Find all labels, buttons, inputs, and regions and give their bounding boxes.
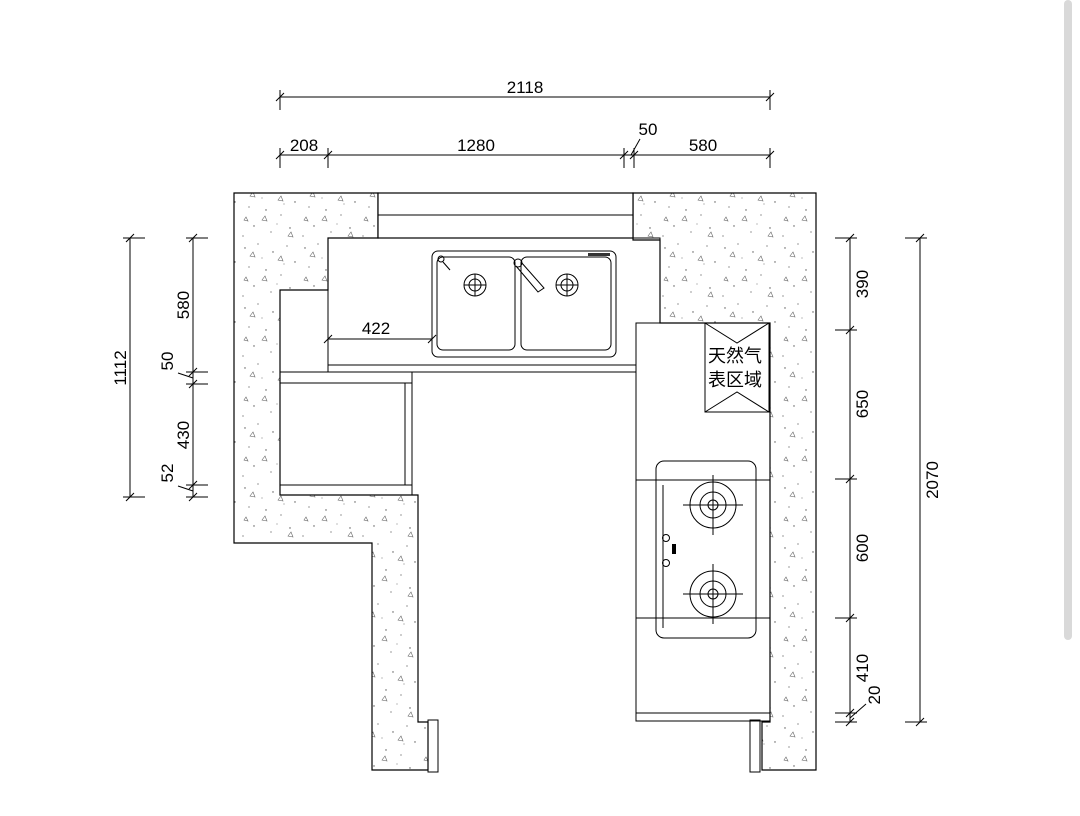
dim-top-seg-left: 208 xyxy=(290,136,318,155)
dim-top-seg-gap: 50 xyxy=(639,120,658,139)
vertical-scrollbar[interactable] xyxy=(1064,0,1072,640)
door-jambs xyxy=(427,719,761,773)
faucet-icon xyxy=(513,258,545,293)
dim-left-seg-2: 50 xyxy=(158,352,177,371)
door-jamb-right xyxy=(749,719,761,773)
dim-sink-offset: 422 xyxy=(362,319,390,338)
overflow-icon xyxy=(437,255,451,271)
sink-label-mark xyxy=(588,253,610,256)
dim-right-seg-5: 20 xyxy=(865,686,884,705)
wall-left xyxy=(233,192,429,771)
right-dimensions: 390 650 600 410 20 2070 xyxy=(835,233,942,727)
dim-right-seg-4: 410 xyxy=(853,654,872,682)
dim-left-seg-4: 52 xyxy=(158,464,177,483)
sink-outer xyxy=(431,250,617,358)
sink-counter xyxy=(327,237,661,373)
burner-icon xyxy=(683,564,743,624)
sink-offset-dimension: 422 xyxy=(323,319,437,344)
sink-bowl-left xyxy=(436,256,516,351)
gas-meter-zone: 天然气 表区域 xyxy=(704,322,770,413)
dim-left-seg-3: 430 xyxy=(174,421,193,449)
double-sink xyxy=(431,250,617,358)
dim-left-seg-1: 580 xyxy=(174,291,193,319)
drain-icon xyxy=(555,273,579,297)
drain-icon xyxy=(463,273,487,297)
dim-top-seg-right: 580 xyxy=(689,136,717,155)
gas-meter-box xyxy=(704,322,770,413)
knob-icon xyxy=(662,534,676,567)
left-dimensions: 1112 580 50 430 52 xyxy=(111,233,208,502)
stove-counter xyxy=(635,322,771,722)
dim-right-seg-1: 390 xyxy=(853,270,872,298)
sink-bowl-right xyxy=(520,256,612,351)
dim-top-total: 2118 xyxy=(507,78,544,97)
dim-right-total: 2070 xyxy=(923,461,942,499)
burner-icon xyxy=(683,475,743,535)
top-dimensions: 2118 208 1280 50 580 xyxy=(275,78,775,168)
counters xyxy=(279,237,771,722)
gas-meter-label-2: 表区域 xyxy=(708,370,762,391)
dim-left-total: 1112 xyxy=(111,350,130,385)
dim-right-seg-2: 650 xyxy=(853,390,872,418)
walls xyxy=(233,192,817,771)
dim-top-seg-mid: 1280 xyxy=(457,136,495,155)
door-jamb-left xyxy=(427,719,439,773)
left-cabinet xyxy=(279,371,413,496)
gas-stove xyxy=(636,460,770,639)
dim-right-seg-3: 600 xyxy=(853,534,872,562)
gas-meter-label-1: 天然气 xyxy=(708,346,762,367)
stove-outline xyxy=(655,460,757,639)
